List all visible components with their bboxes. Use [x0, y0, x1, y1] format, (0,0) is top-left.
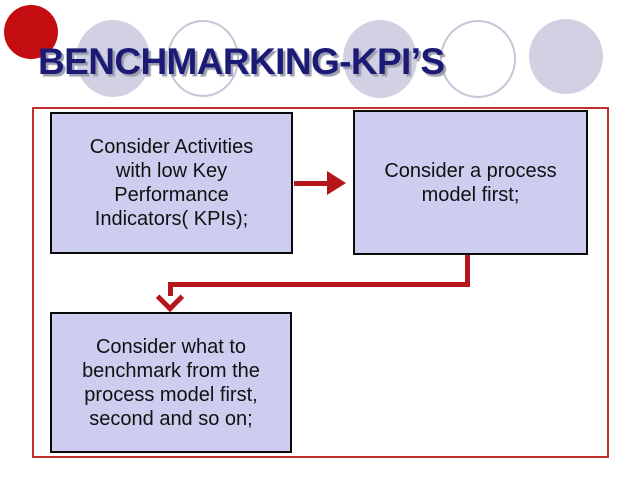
connector-vertical-from-box2 — [465, 255, 470, 287]
right-arrow-icon — [327, 171, 346, 195]
box-line: process model first, — [84, 383, 258, 406]
box-line: Performance — [114, 184, 229, 206]
decorative-circle-filled-1 — [76, 20, 150, 97]
decorative-circle-outline-1 — [167, 20, 239, 97]
flow-box-kpi-activities: Consider Activities with low Key Perform… — [50, 112, 293, 254]
box-line: Consider Activities — [89, 136, 254, 158]
connector-vertical-to-box3 — [168, 287, 173, 296]
box-line: benchmark from the — [82, 359, 260, 382]
box-line: model first; — [421, 183, 520, 206]
box-line: with low Key — [115, 160, 228, 182]
decorative-circle-outline-2 — [440, 20, 516, 98]
box-line: Consider what to — [95, 335, 247, 358]
flow-box-what-to-benchmark: Consider what to benchmark from the proc… — [50, 312, 292, 453]
box-line: Indicators( KPIs); — [94, 208, 249, 230]
right-arrow-shaft — [294, 181, 327, 186]
red-circle-icon — [4, 5, 58, 59]
connector-horizontal — [168, 282, 470, 287]
slide-title: BENCHMARKING-KPI’S — [38, 41, 445, 82]
decorative-circle-filled-3 — [529, 19, 603, 94]
box-line: Consider a process — [384, 159, 557, 182]
box-line: second and so on; — [89, 407, 253, 430]
flow-box-process-model: Consider a process model first; — [353, 110, 588, 255]
content-frame — [32, 107, 609, 458]
decorative-circle-filled-2 — [343, 20, 417, 98]
